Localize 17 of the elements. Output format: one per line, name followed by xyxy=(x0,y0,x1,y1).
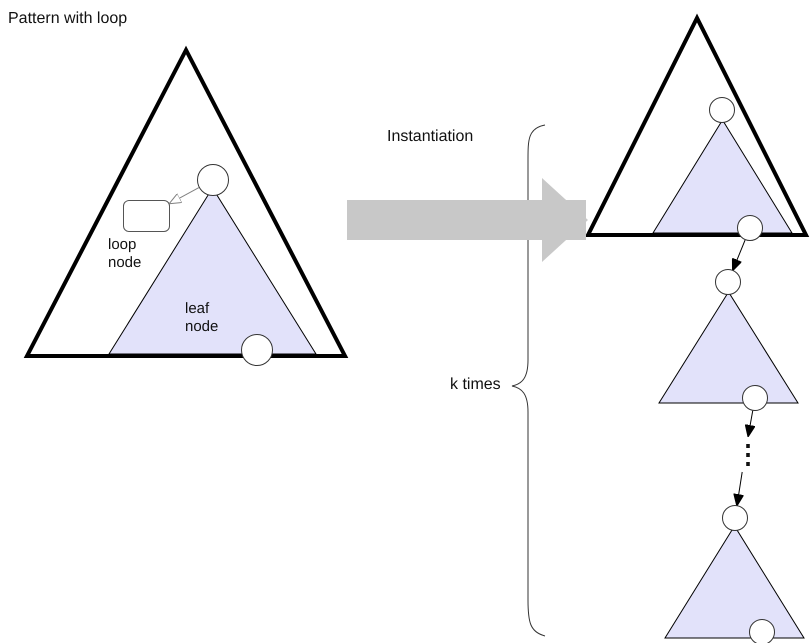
arrow xyxy=(744,410,756,438)
arrow xyxy=(732,240,746,272)
block-arrow xyxy=(347,178,588,262)
tree-node-circle xyxy=(715,269,741,295)
tree-node-circle xyxy=(742,385,768,411)
node-caption: loop node xyxy=(108,236,142,272)
arrow xyxy=(168,187,200,204)
pattern-triangle xyxy=(25,48,347,358)
brace-label: leaf node xyxy=(185,300,220,336)
ellipsis-dots: ⋮ xyxy=(735,436,755,472)
arrow xyxy=(733,472,744,507)
edge-label: Instantiation xyxy=(387,128,474,146)
tree-node-circle xyxy=(722,505,748,531)
loop-node-box xyxy=(123,200,170,232)
title: Pattern with loop xyxy=(8,10,128,28)
brace-label: k times xyxy=(450,376,501,394)
pattern-triangle xyxy=(586,16,808,237)
